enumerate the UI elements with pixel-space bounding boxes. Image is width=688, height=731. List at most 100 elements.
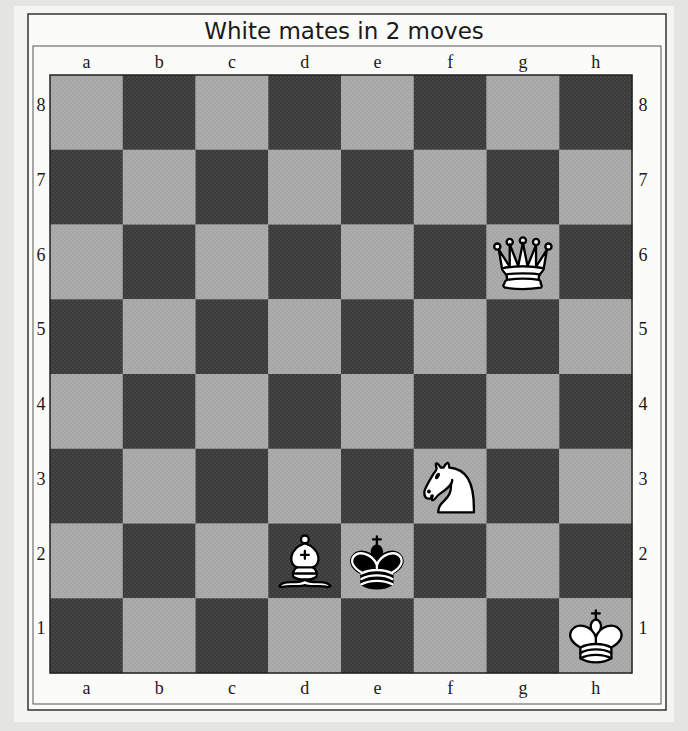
dark-square (50, 150, 123, 225)
dark-square (123, 524, 196, 599)
light-square (487, 225, 560, 300)
board-edge (50, 75, 632, 673)
black-king (351, 536, 402, 588)
dark-square (559, 225, 632, 300)
light-square (50, 75, 123, 150)
rank-label: 2 (639, 543, 648, 564)
file-label: b (155, 678, 164, 699)
file-label: a (82, 52, 90, 73)
light-square (196, 75, 269, 150)
dark-square (414, 75, 487, 150)
light-square (196, 225, 269, 300)
puzzle-title: White mates in 2 moves (204, 18, 484, 44)
rank-label: 5 (37, 319, 46, 340)
file-label: g (518, 52, 527, 73)
dark-square (50, 449, 123, 524)
light-square (487, 75, 560, 150)
light-square (268, 150, 341, 225)
rank-label: 8 (639, 95, 648, 116)
white-bishop (279, 536, 330, 588)
dark-square (123, 225, 196, 300)
light-square (341, 524, 414, 599)
light-square (341, 75, 414, 150)
white-knight (424, 463, 474, 513)
light-square (123, 449, 196, 524)
dark-square (196, 299, 269, 374)
white-queen (494, 237, 551, 289)
file-label: e (373, 52, 381, 73)
dark-square (341, 598, 414, 673)
dark-square (559, 524, 632, 599)
file-label: b (155, 52, 164, 73)
light-square (414, 449, 487, 524)
file-label: f (447, 52, 453, 73)
light-square (414, 598, 487, 673)
light-square (50, 374, 123, 449)
light-square (559, 449, 632, 524)
outer-frame (28, 14, 666, 710)
file-label: a (82, 678, 90, 699)
light-square (196, 524, 269, 599)
file-label: f (447, 678, 453, 699)
dark-square (268, 374, 341, 449)
dark-square (487, 150, 560, 225)
dark-square (196, 449, 269, 524)
rank-label: 3 (639, 468, 648, 489)
dark-square (50, 299, 123, 374)
dark-square (50, 598, 123, 673)
rank-label: 2 (37, 543, 46, 564)
rank-label: 4 (639, 394, 648, 415)
board-squares (50, 75, 632, 673)
file-label: g (518, 678, 527, 699)
light-square (268, 449, 341, 524)
dark-square (487, 299, 560, 374)
rank-label: 1 (639, 618, 648, 639)
light-square (268, 299, 341, 374)
rank-label: 6 (639, 244, 648, 265)
light-square (487, 374, 560, 449)
pieces (279, 237, 621, 662)
file-label: d (300, 678, 309, 699)
rank-label: 7 (639, 169, 648, 190)
rank-label: 7 (37, 169, 46, 190)
rank-label: 1 (37, 618, 46, 639)
rank-label: 6 (37, 244, 46, 265)
file-label: c (228, 678, 236, 699)
light-square (559, 598, 632, 673)
dark-square (487, 449, 560, 524)
light-square (50, 225, 123, 300)
light-square (414, 299, 487, 374)
light-square (559, 150, 632, 225)
dark-square (123, 374, 196, 449)
light-square (341, 374, 414, 449)
file-label: d (300, 52, 309, 73)
dark-square (414, 225, 487, 300)
light-square (559, 299, 632, 374)
rank-label: 5 (639, 319, 648, 340)
dark-square (268, 225, 341, 300)
light-square (414, 150, 487, 225)
dark-square (414, 524, 487, 599)
file-label: h (591, 52, 600, 73)
rank-label: 4 (37, 394, 46, 415)
dark-square (196, 598, 269, 673)
dark-square (414, 374, 487, 449)
light-square (123, 150, 196, 225)
rank-label: 8 (37, 95, 46, 116)
dark-square (341, 299, 414, 374)
paper (14, 6, 674, 722)
inner-frame (33, 46, 661, 704)
dark-square (341, 449, 414, 524)
dark-square (341, 150, 414, 225)
file-label: e (373, 678, 381, 699)
light-square (487, 524, 560, 599)
dark-square (487, 598, 560, 673)
light-square (123, 299, 196, 374)
white-king (570, 610, 621, 662)
dark-square (559, 75, 632, 150)
file-label: c (228, 52, 236, 73)
rank-label: 3 (37, 468, 46, 489)
dark-square (123, 75, 196, 150)
dark-square (559, 374, 632, 449)
